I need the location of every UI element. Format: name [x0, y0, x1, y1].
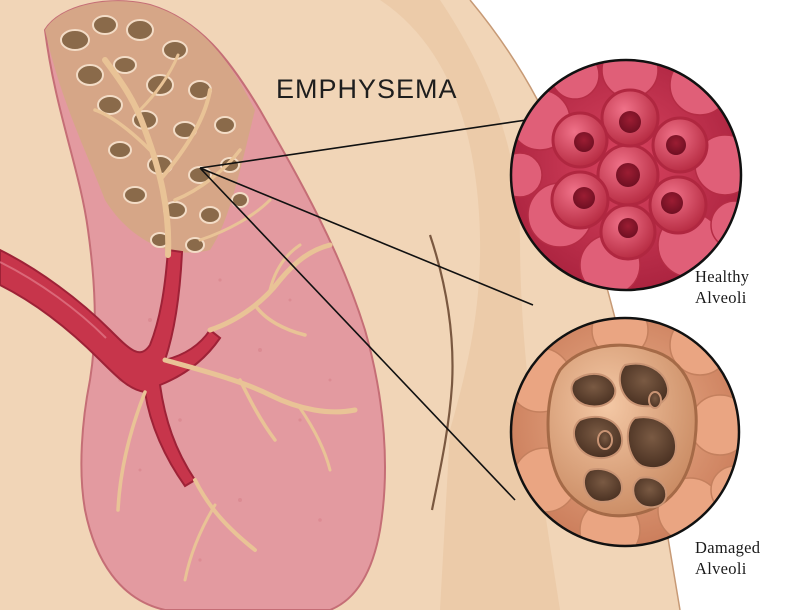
diagram-title: EMPHYSEMA	[276, 74, 458, 104]
healthy-label-line-2: Alveoli	[695, 288, 747, 307]
healthy-alveoli-magnified	[509, 58, 743, 292]
damaged-alveoli-label: Damaged Alveoli	[695, 537, 760, 579]
lung	[43, 0, 386, 610]
damaged-label-line-2: Alveoli	[695, 559, 747, 578]
damaged-label-line-1: Damaged	[695, 538, 761, 557]
healthy-label-line-1: Healthy	[695, 267, 750, 286]
bronchus	[0, 248, 222, 488]
healthy-alveoli-label: Healthy Alveoli	[695, 266, 749, 308]
callout-lines	[199, 117, 541, 501]
